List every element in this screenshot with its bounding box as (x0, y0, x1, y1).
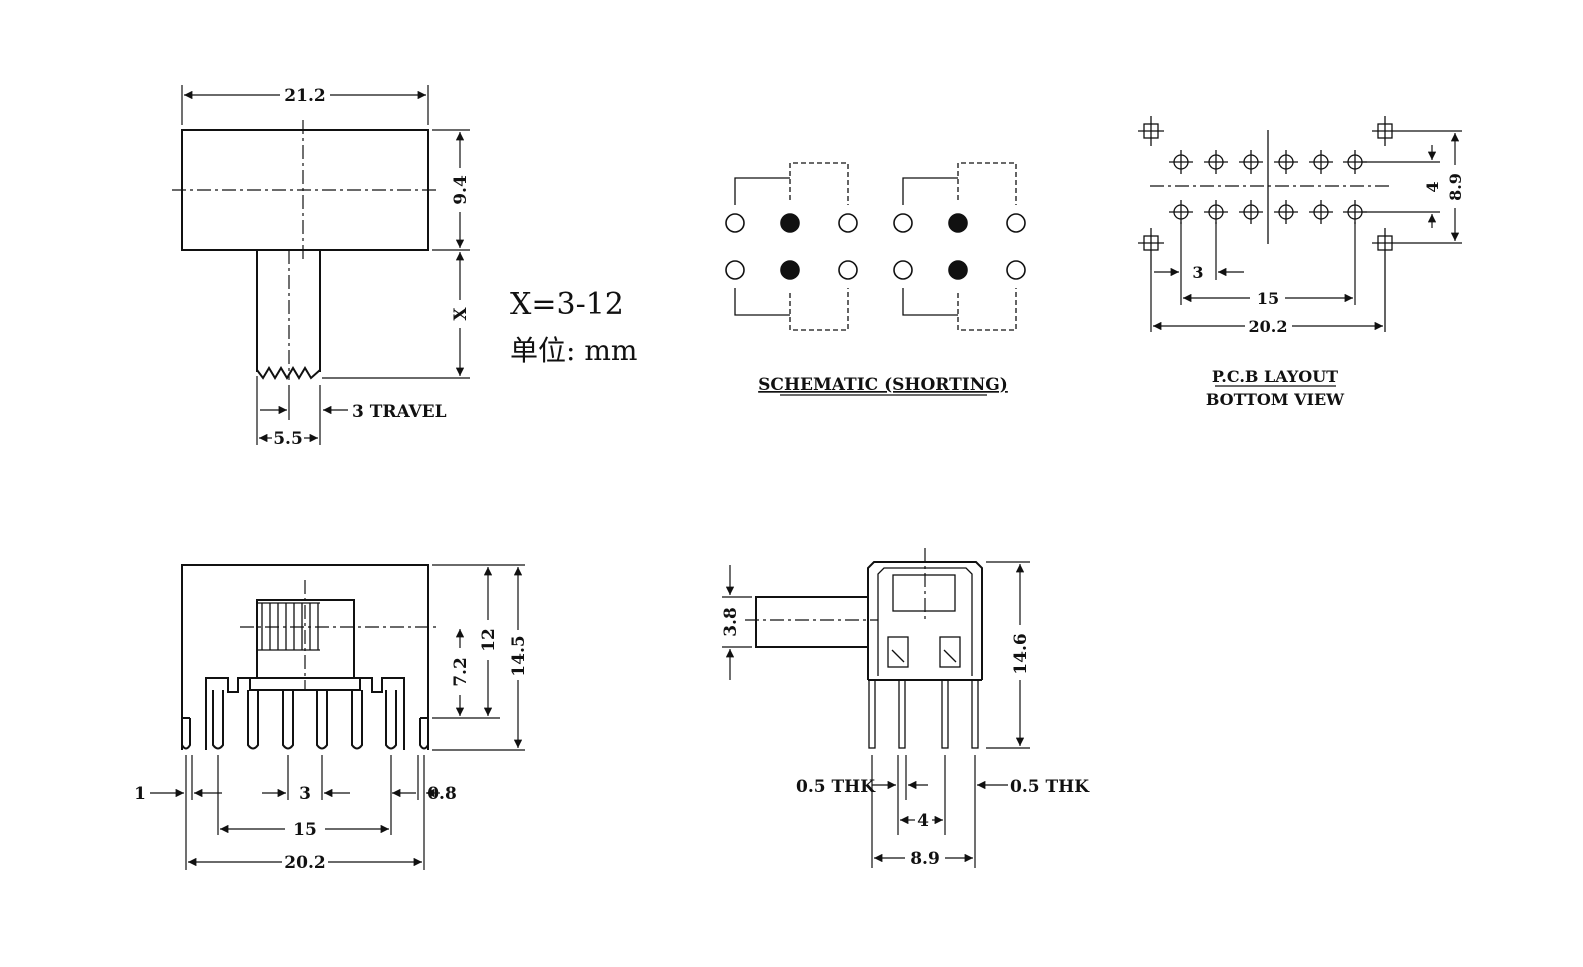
side-thk-left-label: 0.5 THK (796, 777, 876, 797)
side-thk-right-label: 0.5 THK (1010, 777, 1090, 797)
unit-note: 单位: mm (510, 334, 637, 367)
top-width-label: 21.2 (284, 86, 325, 106)
terminal-pin (282, 690, 294, 750)
pcb-title-line2: BOTTOM VIEW (1206, 390, 1345, 409)
mount-leg (181, 718, 191, 750)
pcb-hole (1309, 150, 1333, 174)
front-height-72-label: 7.2 (451, 657, 471, 687)
pcb-hole (1169, 150, 1193, 174)
schematic-right-group (893, 162, 1026, 331)
pin (893, 260, 913, 280)
shaft-width-label: 5.5 (273, 429, 303, 449)
front-span-202-label: 20.2 (284, 853, 325, 873)
pcb-hole (1204, 150, 1228, 174)
schematic-left-group (725, 162, 858, 331)
front-height-12-label: 12 (479, 628, 499, 652)
front-lead-08-label: 0.8 (427, 784, 457, 804)
side-pin (898, 679, 906, 749)
side-height-label: 14.6 (1011, 633, 1031, 674)
pcb-hole (1274, 200, 1298, 224)
mount-hole (1138, 116, 1164, 146)
travel-label: 3 TRAVEL (352, 402, 447, 422)
pcb-hole (1169, 200, 1193, 224)
pin (948, 260, 968, 280)
side-width-label: 8.9 (910, 849, 940, 869)
mount-hole (1372, 228, 1398, 332)
pcb-layout: 4 8.9 3 15 20.2 P.C.B LAYOUT BOTTOM VIEW (1138, 116, 1465, 409)
pcb-pitch-label: 3 (1192, 263, 1203, 282)
pin (780, 213, 800, 233)
x-range-note: X=3-12 (510, 287, 624, 322)
pin (1006, 213, 1026, 233)
terminal-pin (247, 690, 259, 750)
mount-hole (1138, 228, 1164, 270)
side-view: 3.8 14.6 0.5 THK 0.5 THK 4 8.9 (721, 548, 1090, 869)
pin (725, 260, 745, 280)
side-actuator-label: 3.8 (721, 607, 741, 637)
side-pin (868, 679, 876, 749)
pin (838, 213, 858, 233)
front-height-145-label: 14.5 (509, 635, 529, 676)
pcb-hole (1239, 150, 1263, 174)
side-spacing-label: 4 (917, 811, 929, 831)
pcb-height-label: 8.9 (1446, 173, 1465, 201)
mount-hole (1372, 116, 1398, 146)
pcb-title-line1: P.C.B LAYOUT (1212, 367, 1338, 386)
top-view: 21.2 9.4 X 3 TRAVEL 5.5 (172, 85, 471, 449)
schematic-title: SCHEMATIC (SHORTING) (758, 375, 1008, 395)
front-span-15-label: 15 (293, 820, 317, 840)
pin (725, 213, 745, 233)
note: X=3-12 单位: mm (510, 287, 637, 367)
pcb-row-spacing-label: 4 (1423, 181, 1442, 192)
terminal-pin (212, 690, 224, 750)
top-height-label: 9.4 (451, 175, 471, 205)
pcb-hole (1274, 150, 1298, 174)
front-lead-1-label: 1 (134, 784, 146, 804)
terminal-pin (351, 690, 363, 750)
pcb-hole (1204, 200, 1228, 224)
pin (1006, 260, 1026, 280)
terminal-pin (316, 690, 328, 750)
pcb-hole (1309, 200, 1333, 224)
pcb-outer-span-label: 20.2 (1249, 317, 1288, 336)
pin (838, 260, 858, 280)
pcb-inner-span-label: 15 (1257, 289, 1279, 308)
front-view: 7.2 12 14.5 1 3 0.8 15 20.2 (134, 564, 529, 873)
pcb-hole (1239, 200, 1263, 224)
x-dim-label: X (451, 307, 471, 321)
pin (780, 260, 800, 280)
side-pin (941, 679, 949, 749)
schematic: SCHEMATIC (SHORTING) (725, 162, 1026, 396)
front-pitch-label: 3 (299, 784, 311, 804)
mount-leg (419, 718, 429, 750)
terminal-pin (385, 690, 397, 750)
pin (948, 213, 968, 233)
pin (893, 213, 913, 233)
side-pin (971, 679, 979, 749)
